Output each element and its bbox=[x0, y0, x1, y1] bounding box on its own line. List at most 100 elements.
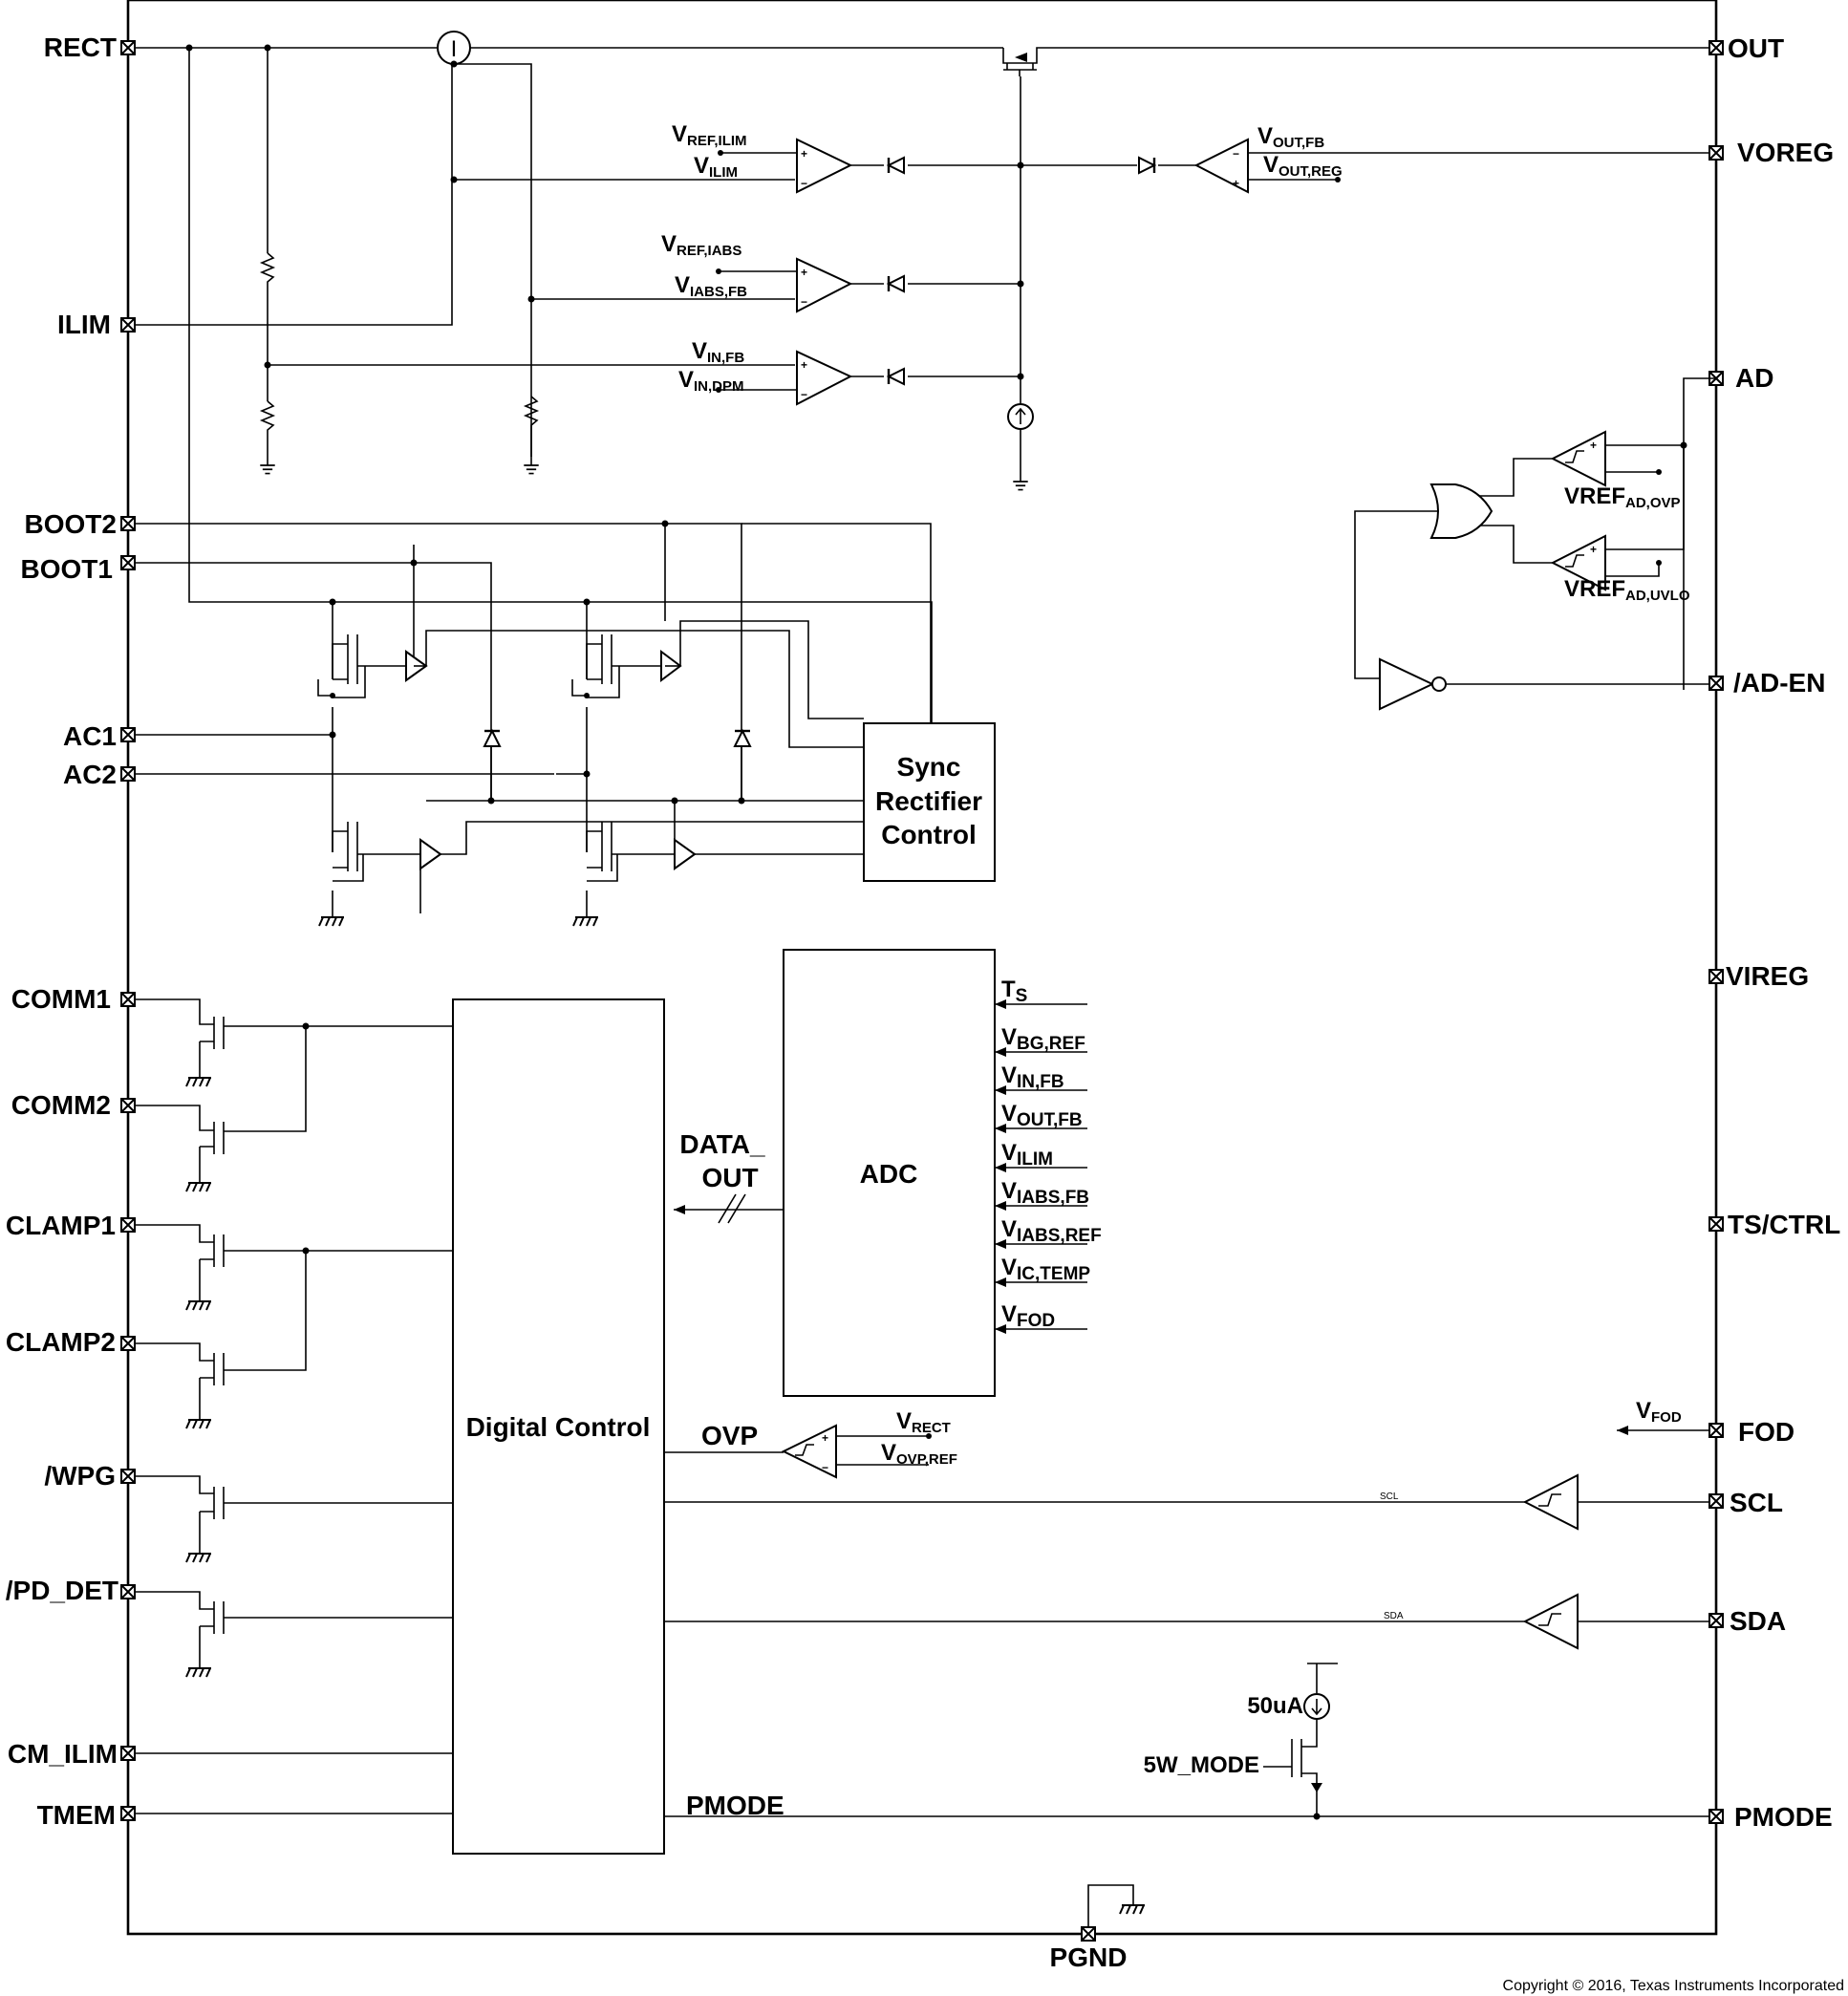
pin-ac2: AC2 bbox=[63, 760, 136, 789]
sda-net-label: SDA bbox=[1384, 1611, 1404, 1621]
pin-ts-ctrl-label: TS/CTRL bbox=[1728, 1210, 1840, 1239]
viabs-fb-label: VIABS,FB bbox=[675, 272, 747, 300]
switch-comm2 bbox=[135, 1022, 310, 1192]
vrect-label: VRECT bbox=[896, 1408, 951, 1436]
pin-comm2: COMM2 bbox=[11, 1090, 136, 1120]
adc-inputs: TS VBG,REF VIN,FB VOUT,FB VILIM VIABS,FB VIABS… bbox=[995, 977, 1102, 1334]
vilim-label: VILIM bbox=[694, 153, 738, 181]
pin-clamp2: CLAMP2 bbox=[6, 1327, 136, 1357]
adc-label: ADC bbox=[860, 1159, 918, 1189]
adc-input-label: VIC,TEMP bbox=[1001, 1255, 1090, 1284]
pin-pgnd-label: PGND bbox=[1050, 1942, 1128, 1972]
ad-detection: + + VREFAD,OVP VREFAD,UVLO bbox=[1354, 377, 1716, 711]
pin-ilim: ILIM bbox=[57, 310, 136, 339]
ovp-label: OVP bbox=[701, 1421, 758, 1450]
adc-input-8: VFOD bbox=[995, 1301, 1087, 1334]
sync-line-2: Rectifier bbox=[875, 786, 982, 816]
vref-ilim-label: VREF,ILIM bbox=[672, 121, 747, 149]
pin-rect: RECT bbox=[44, 32, 136, 62]
fod-input: VFOD bbox=[1617, 1398, 1709, 1435]
pin-pgnd: PGND bbox=[1050, 1884, 1146, 1972]
pin-ilim-label: ILIM bbox=[57, 310, 111, 339]
adc-input-label: VBG,REF bbox=[1001, 1024, 1085, 1054]
pin-scl: SCL bbox=[1708, 1488, 1783, 1517]
switch-clamp1 bbox=[135, 1224, 453, 1311]
sync-rectifier-control-block: Sync Rectifier Control bbox=[863, 722, 996, 882]
plus-sign: + bbox=[801, 266, 807, 279]
pin-tmem-label: TMEM bbox=[37, 1800, 116, 1830]
minus-sign: − bbox=[1233, 147, 1239, 161]
adc-input-label: VOUT,FB bbox=[1001, 1101, 1083, 1130]
scl-buffer: SCL bbox=[664, 1473, 1709, 1531]
minus-sign: − bbox=[801, 388, 807, 401]
adc-input-3: VOUT,FB bbox=[995, 1101, 1087, 1133]
ovp-comparator: OVP + − VRECT VOVP,REF bbox=[664, 1408, 957, 1479]
pin-voreg: VOREG bbox=[1708, 138, 1834, 167]
sync-line-1: Sync bbox=[897, 752, 961, 782]
vfod-label: VFOD bbox=[1636, 1398, 1682, 1426]
pin-cm-ilim: CM_ILIM bbox=[8, 1739, 136, 1769]
pin-ac1-label: AC1 bbox=[63, 721, 117, 751]
pin-cm-ilim-label: CM_ILIM bbox=[8, 1739, 118, 1769]
switch-clamp2 bbox=[135, 1247, 310, 1429]
switch-wpg bbox=[135, 1475, 453, 1563]
chip-boundary bbox=[126, 0, 1718, 1936]
pmode-circuit: PMODE 50uA 5W_MODE bbox=[664, 1663, 1709, 1820]
minus-sign: − bbox=[801, 295, 807, 309]
plus-sign: + bbox=[1590, 543, 1597, 556]
adc-input-2: VIN,FB bbox=[995, 1062, 1087, 1095]
pin-fod: FOD bbox=[1708, 1417, 1794, 1447]
vovp-ref-label: VOVP,REF bbox=[881, 1440, 957, 1468]
adc-input-label: TS bbox=[1001, 977, 1027, 1006]
comparator-iabs: + − VREF,IABS VIABS,FB bbox=[661, 231, 853, 313]
adc-input-5: VIABS,FB bbox=[995, 1178, 1089, 1211]
adc-input-label: VILIM bbox=[1001, 1140, 1053, 1170]
pin-sda: SDA bbox=[1708, 1606, 1786, 1636]
pmode-net-label: PMODE bbox=[686, 1791, 784, 1820]
pin-vireg: VIREG bbox=[1708, 961, 1809, 991]
pin-ad-en-label: /AD-EN bbox=[1733, 668, 1825, 698]
sda-buffer: SDA bbox=[664, 1593, 1709, 1650]
pin-boot1: BOOT1 bbox=[21, 554, 136, 584]
adc-input-0: TS bbox=[995, 977, 1087, 1009]
vref-ad-ovp-label: VREFAD,OVP bbox=[1564, 483, 1681, 511]
pin-vireg-label: VIREG bbox=[1726, 961, 1809, 991]
plus-sign: + bbox=[801, 358, 807, 372]
current-source-label: 50uA bbox=[1247, 1693, 1303, 1719]
adc-input-label: VIN,FB bbox=[1001, 1062, 1064, 1092]
comparator-ilim: + − VREF,ILIM VILIM bbox=[672, 121, 853, 194]
adc-block: ADC DATA_ OUT bbox=[674, 949, 996, 1397]
pin-clamp1-label: CLAMP1 bbox=[6, 1211, 116, 1240]
pin-voreg-label: VOREG bbox=[1737, 138, 1834, 167]
pin-ad-en: /AD-EN bbox=[1708, 668, 1825, 698]
adc-input-4: VILIM bbox=[995, 1140, 1087, 1172]
rect-power-path: I bbox=[135, 31, 1709, 736]
pin-comm1-label: COMM1 bbox=[11, 984, 111, 1014]
pin-pd-det: /PD_DET bbox=[6, 1576, 136, 1605]
scl-net-label: SCL bbox=[1380, 1492, 1399, 1502]
plus-sign: + bbox=[1590, 439, 1597, 452]
pin-pd-det-label: /PD_DET bbox=[6, 1576, 118, 1605]
pin-ac2-label: AC2 bbox=[63, 760, 117, 789]
pin-wpg: /WPG bbox=[44, 1461, 136, 1491]
pin-pmode-label: PMODE bbox=[1734, 1802, 1833, 1832]
adc-input-1: VBG,REF bbox=[995, 1024, 1087, 1057]
vout-fb-label: VOUT,FB bbox=[1257, 123, 1324, 151]
open-drain-switches bbox=[135, 998, 453, 1814]
pin-clamp1: CLAMP1 bbox=[6, 1211, 136, 1240]
pin-sda-label: SDA bbox=[1730, 1606, 1786, 1636]
adc-input-6: VIABS,REF bbox=[995, 1216, 1102, 1249]
minus-sign: − bbox=[801, 177, 807, 190]
pin-boot2: BOOT2 bbox=[25, 509, 136, 539]
pin-out: OUT bbox=[1708, 33, 1784, 63]
pin-ts-ctrl: TS/CTRL bbox=[1708, 1210, 1840, 1239]
adc-input-label: VIABS,REF bbox=[1001, 1216, 1102, 1246]
data-out-line-2: OUT bbox=[701, 1163, 758, 1192]
vout-reg-label: VOUT,REG bbox=[1263, 152, 1343, 180]
pin-out-label: OUT bbox=[1728, 33, 1784, 63]
sync-rectifier bbox=[135, 520, 932, 927]
pin-clamp2-label: CLAMP2 bbox=[6, 1327, 116, 1357]
adc-input-7: VIC,TEMP bbox=[995, 1255, 1090, 1287]
vref-iabs-label: VREF,IABS bbox=[661, 231, 741, 259]
pin-pmode: PMODE bbox=[1708, 1802, 1833, 1832]
